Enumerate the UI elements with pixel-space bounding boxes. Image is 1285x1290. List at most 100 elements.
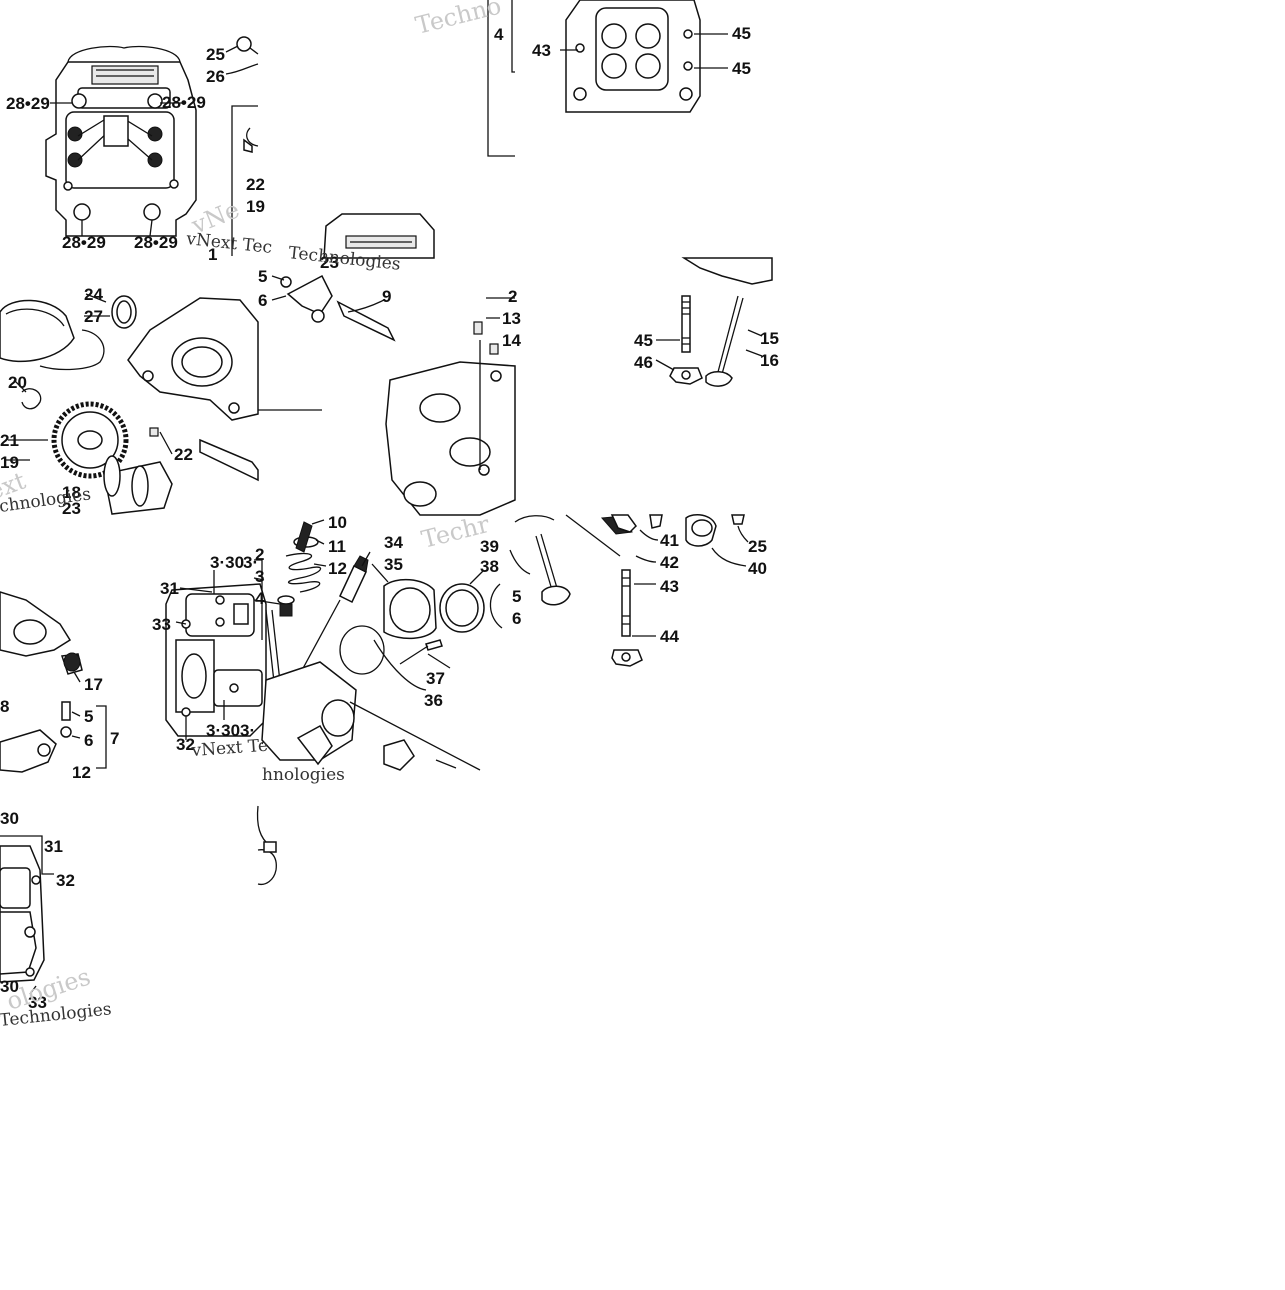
valve-spring xyxy=(147,152,163,168)
callout-22: 22 xyxy=(246,175,265,194)
callout-46: 46 xyxy=(634,353,653,372)
callout-7: 7 xyxy=(110,729,119,748)
bore xyxy=(13,619,47,645)
bolt-hole xyxy=(147,93,163,109)
stud xyxy=(621,569,631,637)
valve-seat xyxy=(635,53,661,79)
leader-lines xyxy=(175,519,531,740)
callout-39: 39 xyxy=(480,537,499,556)
chain-tunnel xyxy=(0,911,37,975)
dowel xyxy=(473,321,483,335)
callout-38: 38 xyxy=(480,557,499,576)
callout-45: 45 xyxy=(732,24,751,43)
valve-spring xyxy=(147,126,163,142)
callout-44: 44 xyxy=(660,627,679,646)
sprocket-hub xyxy=(77,430,103,450)
leader-lines xyxy=(565,514,621,557)
cover-edge xyxy=(5,308,65,327)
leader-lines xyxy=(50,45,259,237)
tile-valve-and-sensors: 41 25 42 40 43 44 xyxy=(514,513,767,667)
callout-3: 3· xyxy=(240,721,255,740)
callout-18: 18 xyxy=(62,483,81,502)
bolt-hole xyxy=(24,926,36,938)
valve-stem xyxy=(717,295,739,373)
cap-screw xyxy=(425,639,443,651)
callout-43: 43 xyxy=(532,41,551,60)
callout-4: 4 xyxy=(255,589,265,608)
bolt-hole xyxy=(169,179,179,189)
hose-clamp xyxy=(257,849,277,886)
valve-stem xyxy=(721,297,744,375)
callout-27: 27 xyxy=(84,307,103,326)
leader-lines xyxy=(6,293,173,461)
valve-cover xyxy=(0,299,75,363)
watermark: vNext Te xyxy=(190,736,269,761)
callout-33: 33 xyxy=(28,993,47,1012)
callout-23: 23 xyxy=(320,253,339,272)
callout-3: 3 xyxy=(255,567,264,586)
rocker-arms xyxy=(77,119,153,161)
combustion-chamber xyxy=(595,7,669,91)
nut-bore xyxy=(621,652,631,662)
callout-25: 25 xyxy=(748,537,767,556)
callout-31: 31 xyxy=(160,579,179,598)
callout-5: 5 xyxy=(84,707,93,726)
callout-14: 14 xyxy=(502,331,521,350)
temp-sensor xyxy=(383,739,415,771)
housing-bore-inner xyxy=(181,346,223,378)
valve-seat xyxy=(601,53,627,79)
callout-23: 23 xyxy=(62,499,81,518)
adjuster-nut xyxy=(280,276,292,288)
callout-28-29: 28•29 xyxy=(162,93,206,112)
callout-20: 20 xyxy=(8,373,27,392)
valve-seal xyxy=(279,603,293,617)
callout-36: 36 xyxy=(424,691,443,710)
leader-lines xyxy=(655,329,763,371)
bolt-hole xyxy=(478,464,490,476)
bolt-hole xyxy=(142,370,154,382)
bolt-hole xyxy=(143,203,161,221)
cylinder-head xyxy=(385,361,516,516)
bolt-hole xyxy=(229,683,239,693)
bushing-bore xyxy=(63,652,81,672)
valve-spring xyxy=(67,126,83,142)
hose xyxy=(256,805,271,847)
bolt-hole xyxy=(215,617,225,627)
rocker-arm xyxy=(0,729,57,773)
cam-lobe xyxy=(131,465,149,507)
callout-12: 12 xyxy=(72,763,91,782)
callout-2: 2 xyxy=(255,545,264,564)
group-bracket xyxy=(487,0,515,157)
callout-3: 3· xyxy=(243,553,258,572)
callout-31: 31 xyxy=(44,837,63,856)
rocker-roller xyxy=(311,309,325,323)
tile-rocker-assembly: 17 8 5 6 7 12 xyxy=(0,591,119,782)
callout-17: 17 xyxy=(84,675,103,694)
callout-5: 5 xyxy=(258,267,267,286)
callout-13: 13 xyxy=(502,309,521,328)
watermark: hnologies xyxy=(262,765,345,785)
nut-bore xyxy=(681,370,691,380)
screw-shaft xyxy=(399,645,429,665)
exhaust-gasket-ring xyxy=(489,583,503,629)
callout-37: 37 xyxy=(426,669,445,688)
callout-28-29: 28•29 xyxy=(134,233,178,252)
valve-spring xyxy=(285,552,322,593)
chain-passage xyxy=(181,653,207,699)
callout-3-30: 3·30 xyxy=(206,721,240,740)
callout-15: 15 xyxy=(760,329,779,348)
callout-9: 9 xyxy=(382,287,391,306)
exhaust-gasket-inner xyxy=(445,589,479,627)
watermark: Techno xyxy=(413,0,504,40)
assembly-lines xyxy=(349,701,481,771)
coolant-outlet xyxy=(296,724,333,766)
bolt-hole xyxy=(181,707,191,717)
circlip xyxy=(21,388,42,410)
spark-plug-terminal xyxy=(353,555,369,573)
cam-lobe xyxy=(103,455,121,497)
head-cavity xyxy=(0,867,31,909)
bolt-hole xyxy=(228,402,240,414)
tile-head-and-exhaust: 10 11 12 2 3 4 3·30 3· 31 33 32 3·30 3· … xyxy=(152,510,531,785)
callout-32: 32 xyxy=(176,735,195,754)
